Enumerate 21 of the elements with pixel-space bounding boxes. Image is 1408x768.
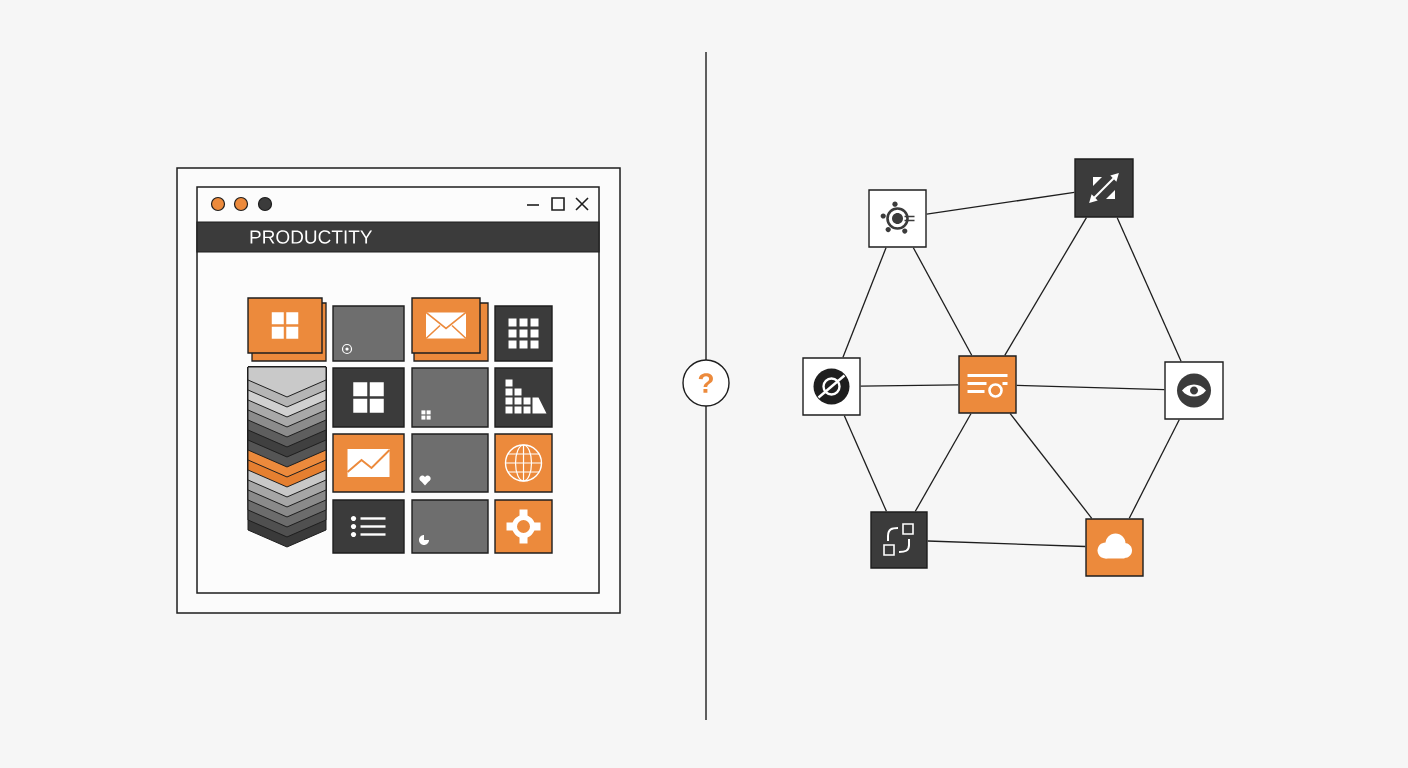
connector-line	[912, 247, 973, 356]
app-tile	[411, 433, 489, 493]
title-bar: PRODUCTITY	[196, 221, 600, 253]
connector-line	[842, 247, 887, 358]
connector-line	[1004, 217, 1088, 356]
app-tile	[1074, 158, 1134, 218]
connector-line	[926, 191, 1075, 215]
connector-line	[1016, 384, 1165, 391]
connector-line	[1009, 413, 1093, 519]
connector-line	[1128, 419, 1180, 519]
connector-line	[927, 540, 1086, 548]
app-tile	[868, 189, 927, 248]
connector-line	[1116, 217, 1182, 362]
connector-line	[860, 384, 959, 387]
app-tile	[332, 305, 405, 362]
app-tile	[870, 511, 928, 569]
connector-line	[843, 415, 888, 512]
app-tile	[411, 499, 489, 554]
connector-line	[914, 413, 972, 512]
app-tile	[332, 499, 405, 554]
app-tile	[411, 367, 489, 428]
